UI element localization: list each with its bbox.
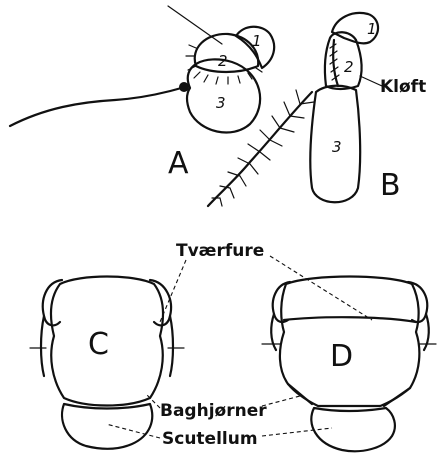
segment-2-label-b: 2 [344, 58, 354, 76]
figure-a-letter: A [168, 146, 189, 181]
segment-3-label-b: 3 [332, 138, 342, 156]
scutellum-leader-c [106, 424, 160, 438]
figure-d-letter: D [330, 339, 353, 374]
scutellum-d [311, 408, 395, 451]
baghjorner-leader-c [146, 394, 160, 408]
leader-line-a [168, 6, 222, 44]
figure-a-antenna: 1 2 3 A [10, 6, 274, 181]
segment-1-label-a: 1 [252, 32, 262, 50]
right-side-c [170, 316, 173, 376]
figure-b-antenna: 1 2 3 Kløft B [208, 13, 426, 206]
left-side-c [41, 316, 44, 376]
tvaerfure-label: Tværfure [176, 241, 264, 261]
kloft-label: Kløft [380, 77, 426, 97]
kloft-leader-b [360, 76, 382, 86]
segment-2-label-a: 2 [218, 52, 228, 70]
posterior-corner-left-d [288, 384, 312, 404]
figure-c-thorax: C [30, 277, 184, 449]
figure-c-letter: C [88, 327, 109, 362]
scutellum-c [62, 404, 152, 449]
tvaerfure-leader-c [160, 260, 186, 322]
right-humeral-lobe-c [150, 280, 171, 325]
baghjorner-label: Baghjørner [160, 401, 267, 421]
scutellum-label: Scutellum [162, 429, 258, 449]
baghjorner-leader-d [262, 396, 300, 406]
figure-b-letter: B [380, 168, 401, 203]
segment-3-label-a: 3 [216, 94, 226, 112]
posterior-corner-right-d [384, 388, 410, 406]
arista-a [10, 87, 185, 126]
segment-1-label-b: 1 [367, 20, 377, 38]
scutellum-leader-d [262, 428, 332, 436]
figure-d-thorax: D [262, 277, 436, 452]
transverse-suture-d [284, 317, 416, 322]
